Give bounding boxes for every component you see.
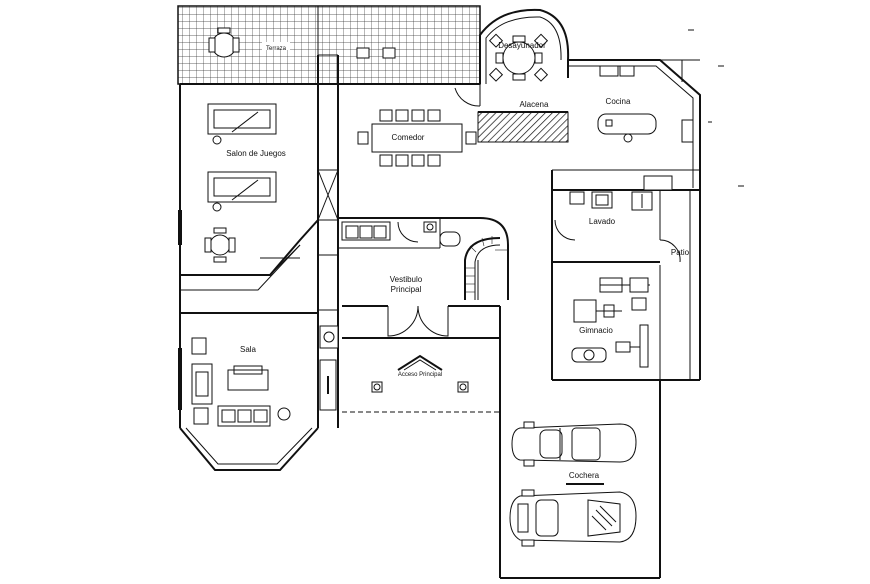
interior-walls bbox=[180, 54, 501, 428]
label-cocina: Cocina bbox=[606, 97, 631, 106]
kitchen-area bbox=[477, 65, 694, 191]
desayunador-area bbox=[454, 8, 570, 107]
staircase bbox=[464, 217, 509, 300]
terrace-chair bbox=[382, 47, 396, 59]
label-gimnacio: Gimnacio bbox=[579, 326, 613, 335]
label-cochera: Cochera bbox=[569, 471, 600, 480]
acceso-roof-symbol bbox=[371, 354, 469, 393]
dining-table bbox=[357, 109, 477, 167]
label-salon-juegos: Salon de Juegos bbox=[226, 149, 286, 158]
label-patio: Patio bbox=[671, 248, 690, 257]
label-lavado: Lavado bbox=[589, 217, 616, 226]
label-desayunador: Desayunador bbox=[498, 41, 546, 50]
living-room-furniture bbox=[178, 337, 291, 427]
label-vestibulo-principal: Principal bbox=[391, 285, 422, 294]
exterior-walls bbox=[179, 59, 701, 579]
laundry-fixtures bbox=[554, 191, 681, 263]
label-comedor: Comedor bbox=[392, 133, 425, 142]
label-vestibulo: Vestibulo bbox=[390, 275, 423, 284]
label-acceso: Acceso Principal bbox=[398, 372, 442, 378]
car-upper bbox=[511, 421, 637, 467]
exterior-marks bbox=[566, 29, 744, 485]
car-lower bbox=[509, 489, 637, 547]
game-room-furniture bbox=[178, 103, 277, 263]
terrace-round-table bbox=[211, 32, 237, 58]
room-labels: Terraza Desayunador Alacena Cocina Comed… bbox=[226, 41, 689, 480]
terrace-chair bbox=[356, 47, 370, 59]
terraza-area bbox=[177, 5, 481, 85]
label-terraza: Terraza bbox=[266, 46, 287, 52]
label-sala: Sala bbox=[240, 345, 257, 354]
vestibule-furniture bbox=[319, 221, 461, 411]
label-alacena: Alacena bbox=[520, 100, 549, 109]
gym-equipment bbox=[571, 277, 650, 368]
